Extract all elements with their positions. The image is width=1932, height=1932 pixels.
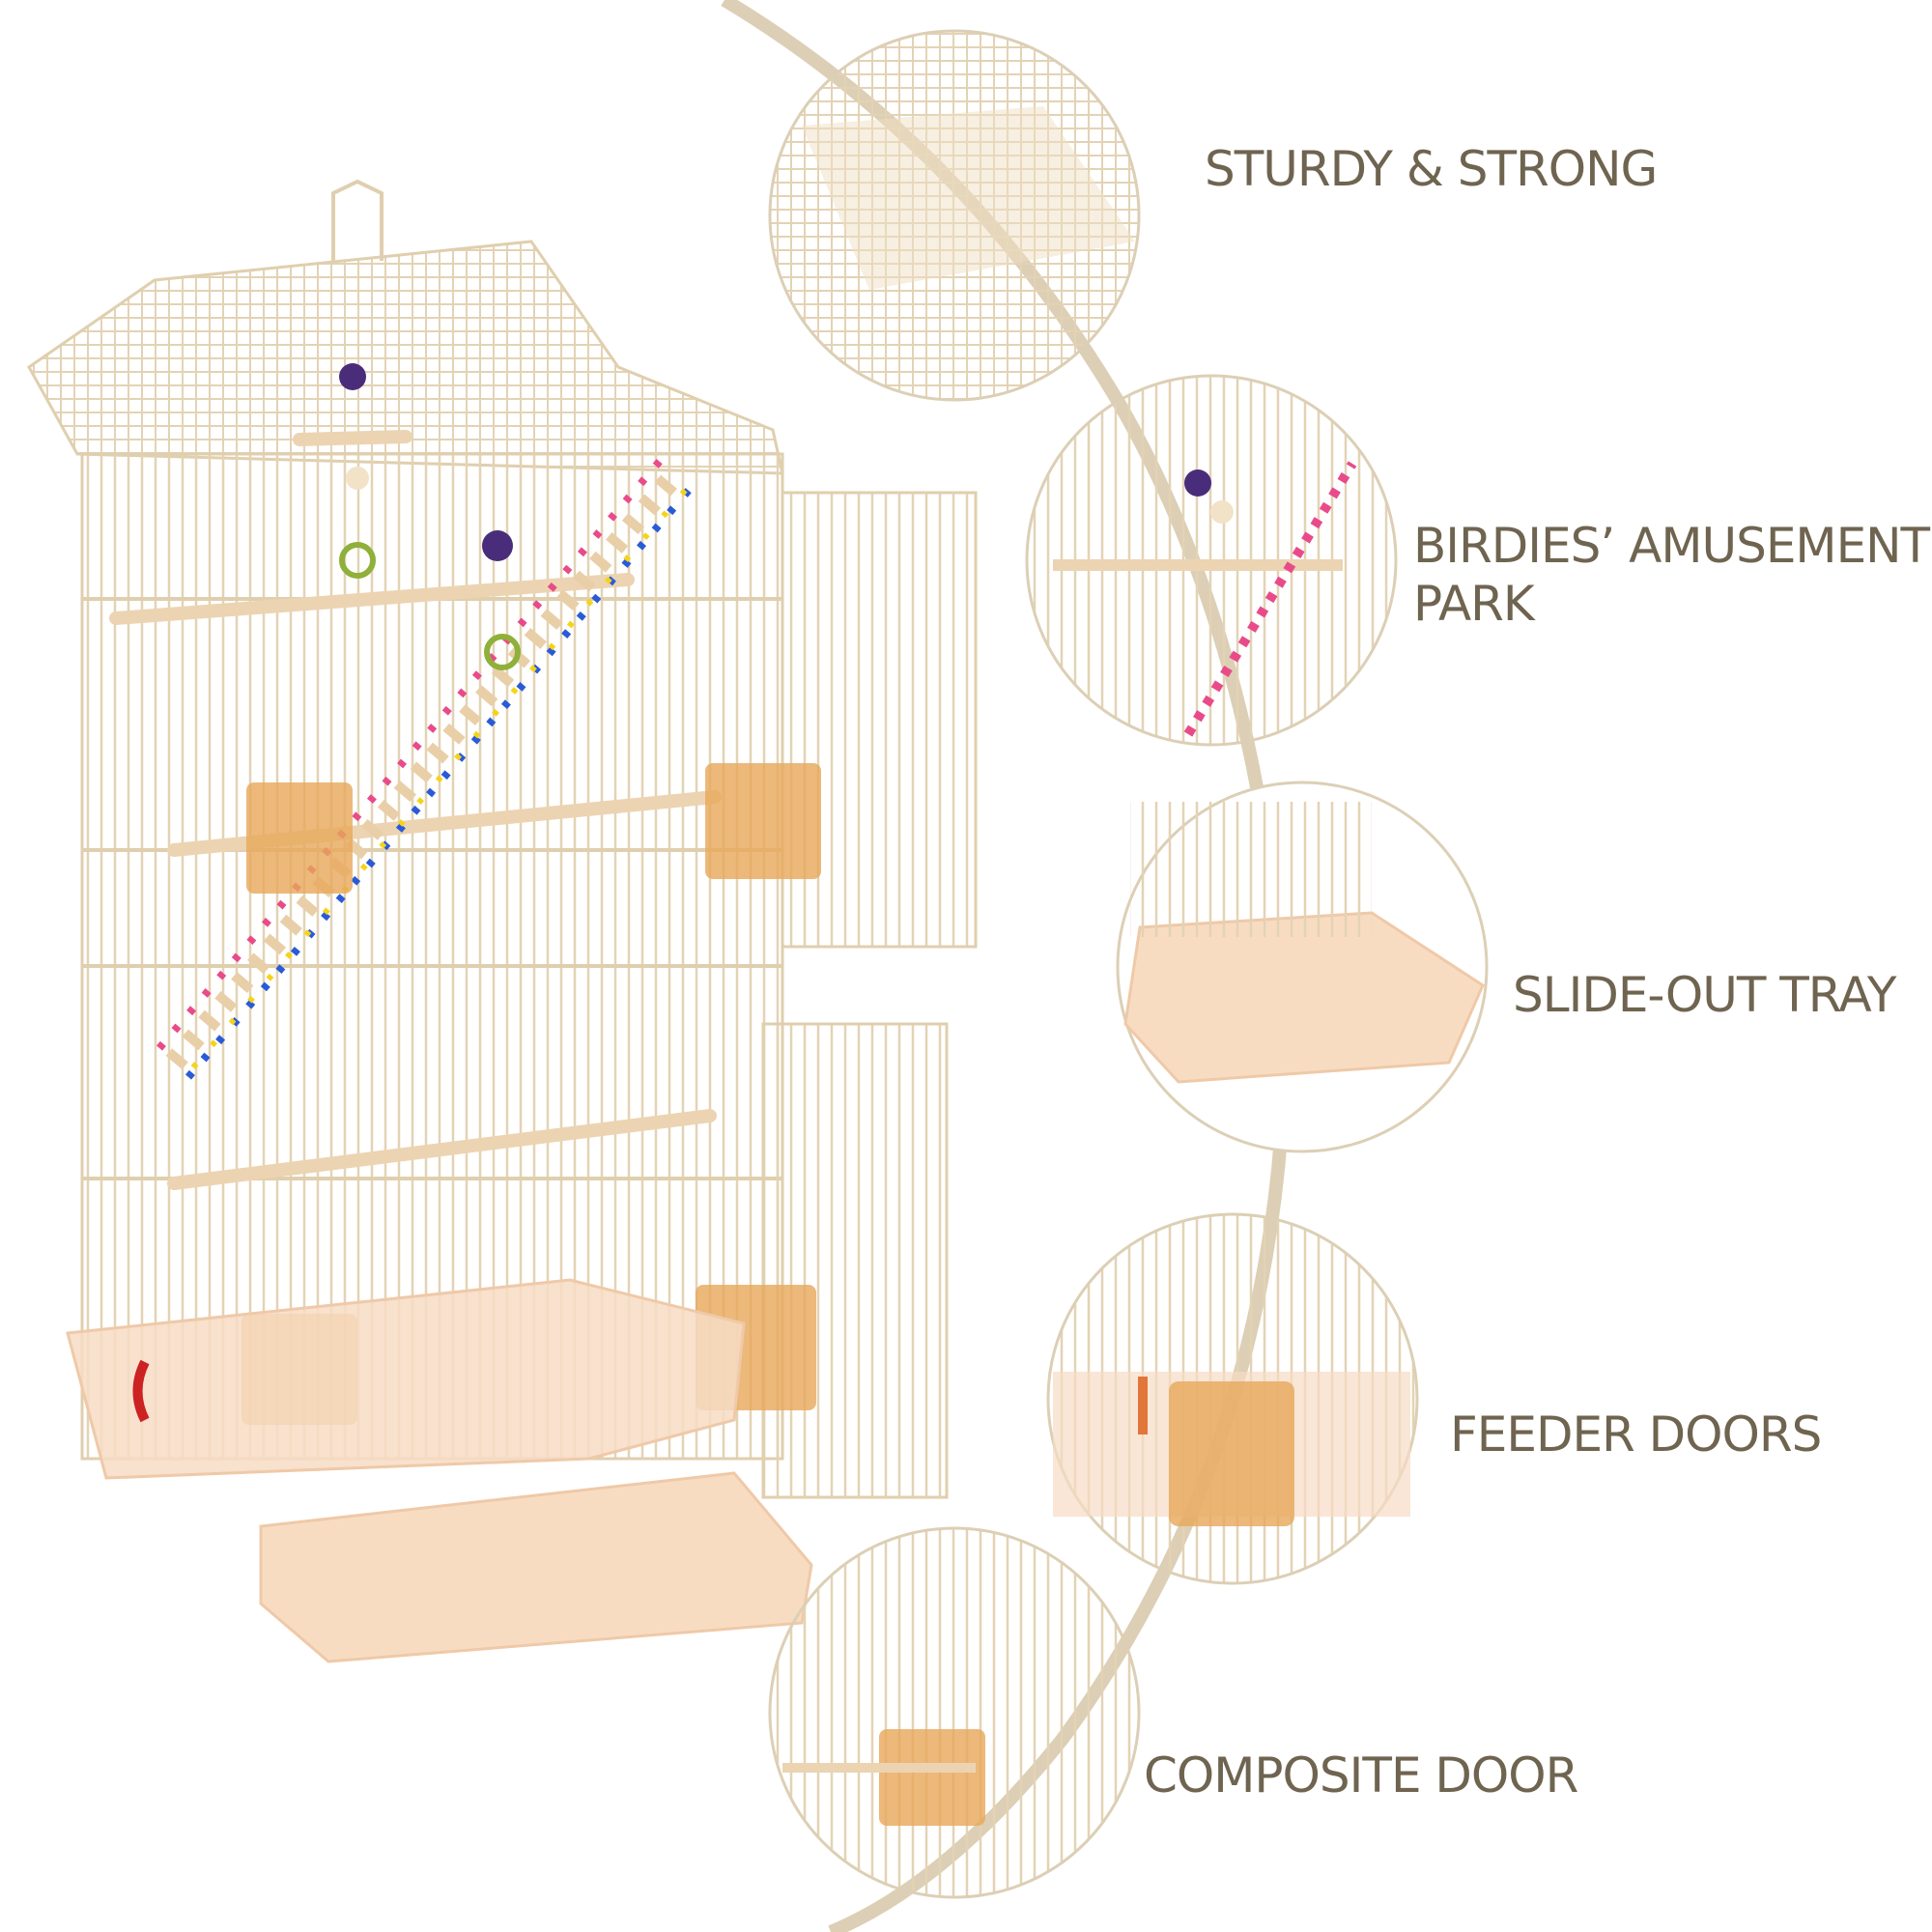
cage-handle	[331, 179, 384, 261]
detail-composite-door	[768, 1526, 1141, 1899]
feeder	[246, 782, 353, 894]
detail-feeder-doors	[1046, 1212, 1419, 1585]
cage-base	[66, 1278, 746, 1480]
feature-composite-door: COMPOSITE DOOR	[1144, 1747, 1578, 1804]
feeder	[705, 763, 821, 879]
feature-amusement-park-line1: BIRDIES’ AMUSEMENT	[1413, 518, 1930, 574]
feature-feeder-doors: FEEDER DOORS	[1450, 1406, 1822, 1463]
feature-amusement-park-line2: PARK	[1413, 576, 1535, 632]
slide-out-tray	[259, 1471, 813, 1663]
ladder	[165, 466, 685, 1070]
feature-slide-out-tray: SLIDE-OUT TRAY	[1513, 967, 1896, 1023]
feature-amusement-park: BIRDIES’ AMUSEMENT PARK	[1413, 517, 1930, 633]
feature-sturdy-strong: STURDY & STRONG	[1205, 141, 1658, 197]
detail-sturdy	[768, 29, 1141, 402]
detail-circles	[768, 29, 1489, 1899]
cage-body	[80, 452, 784, 1461]
detail-amusement	[1025, 374, 1398, 747]
lower-door	[761, 1022, 949, 1499]
bird-cage-image	[27, 179, 978, 1663]
detail-tray	[1116, 781, 1489, 1153]
